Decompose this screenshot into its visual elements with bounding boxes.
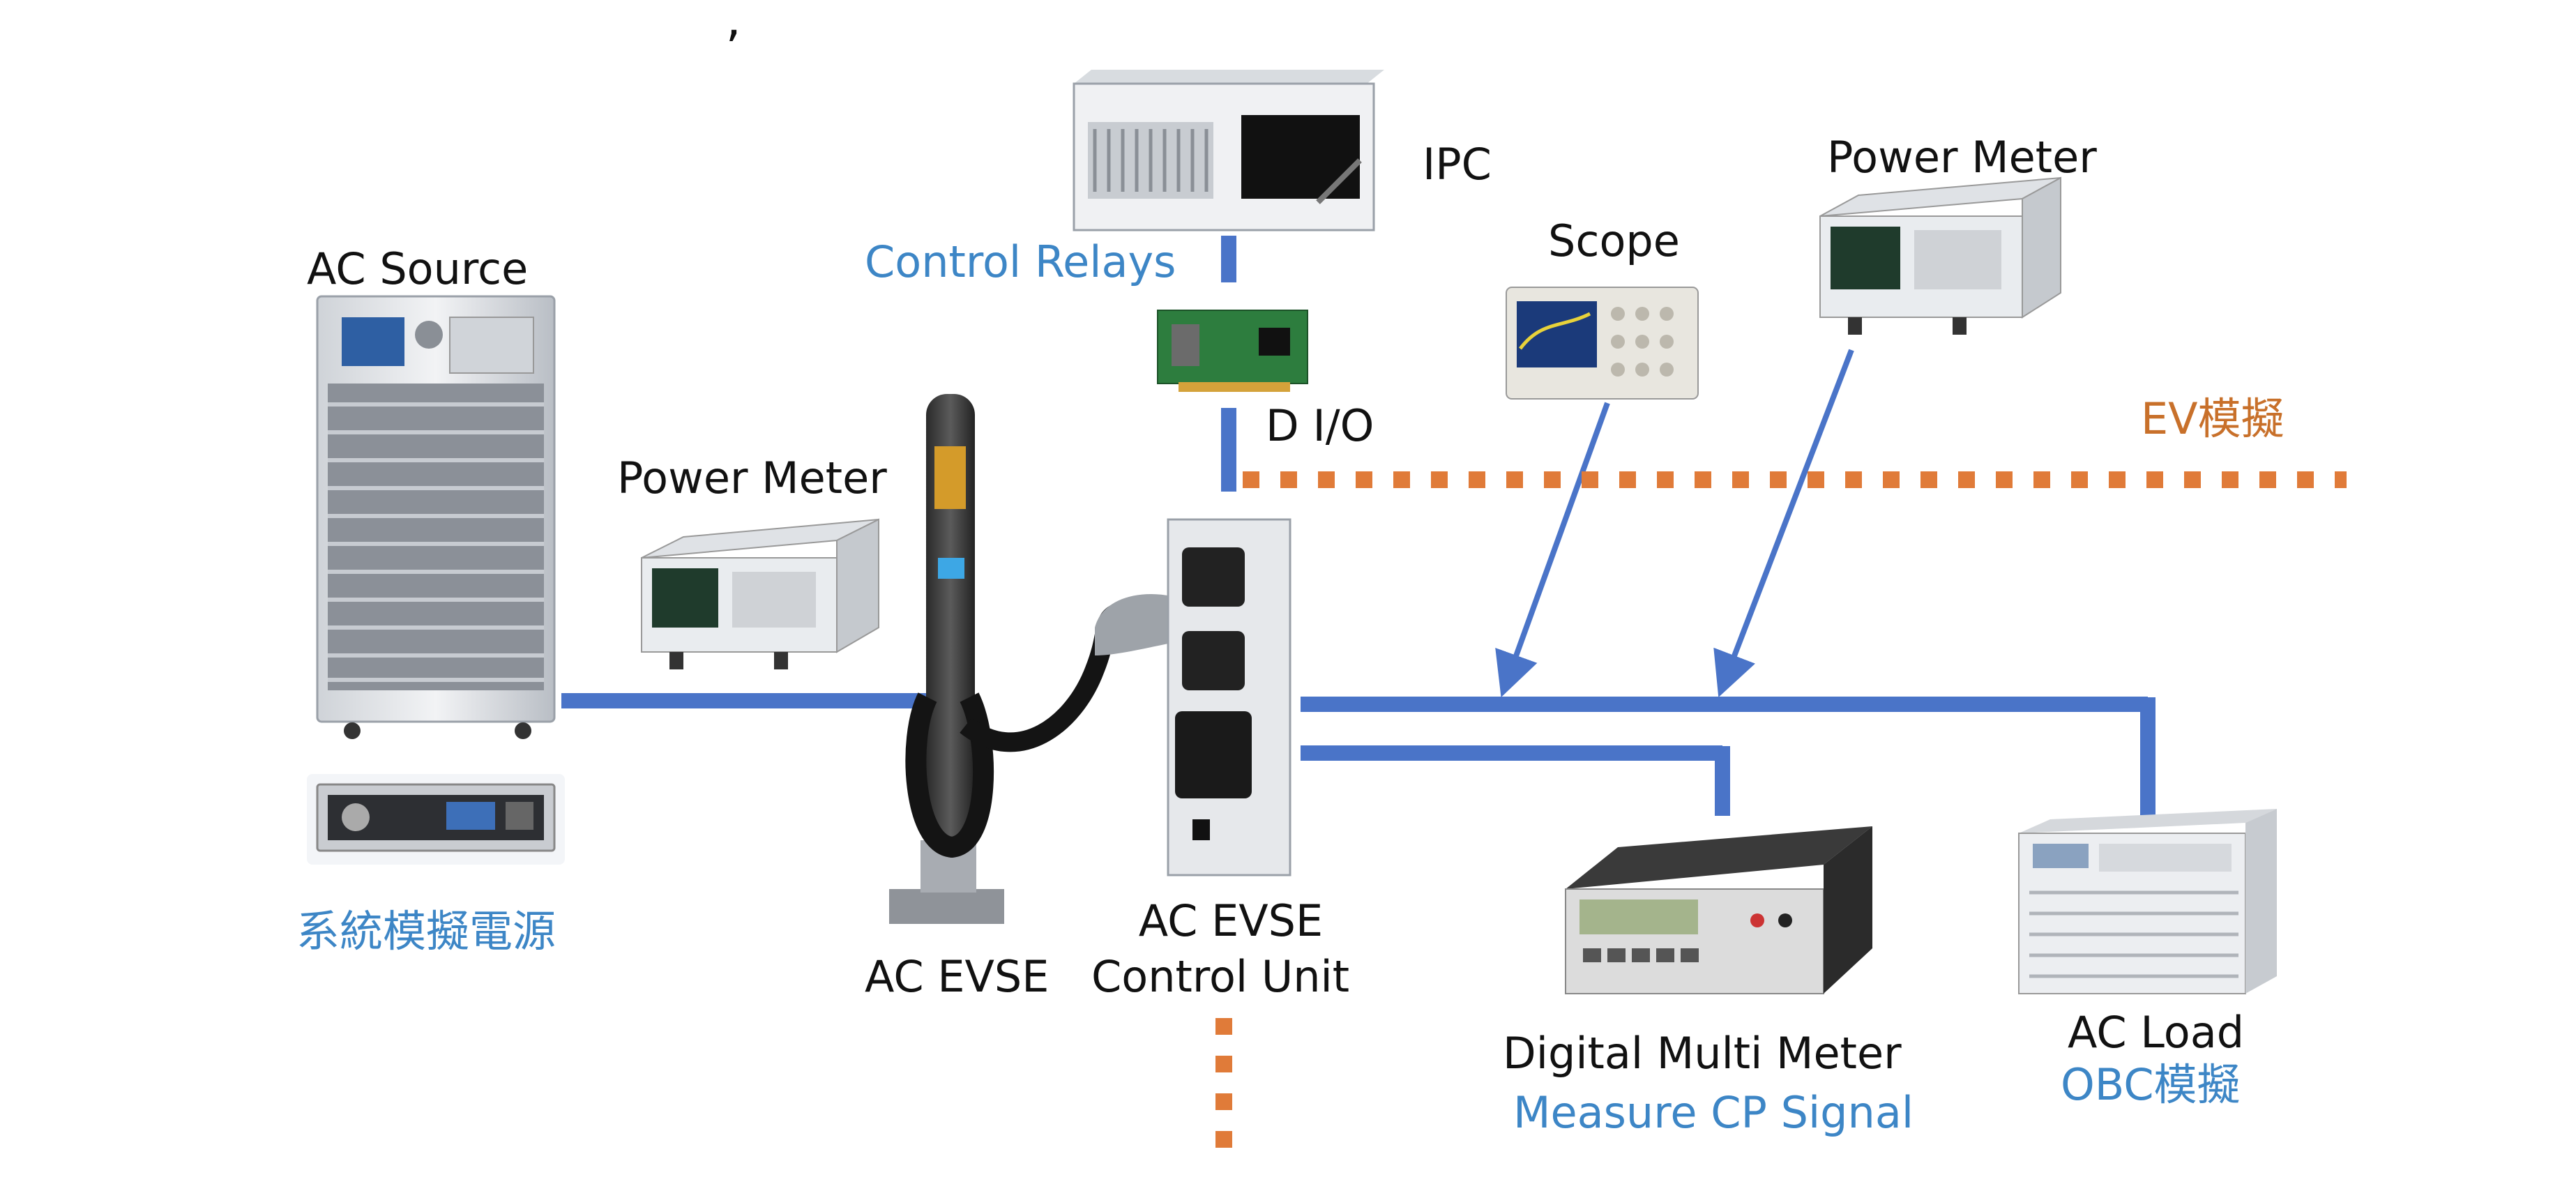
label-grid-sim-power: 系統模擬電源 [296, 906, 556, 957]
label-scope: Scope [1548, 215, 1680, 266]
label-ac-source: AC Source [307, 243, 529, 294]
power-meter-right-device [1819, 176, 2061, 335]
scope-probe-arrow [1495, 402, 1610, 698]
label-evse-control-unit-line1: AC EVSE [1138, 895, 1324, 946]
label-control-relays: Control Relays [865, 236, 1176, 287]
label-ac-evse: AC EVSE [865, 951, 1050, 1002]
label-ac-load: AC Load [2068, 1007, 2245, 1058]
power-meter-probe-arrow [1713, 349, 1854, 697]
top-mark: ’ [725, 20, 741, 77]
label-obc-sim: OBC模擬 [2061, 1059, 2241, 1110]
dmm-device [1565, 826, 1872, 994]
label-ev-sim: EV模擬 [2141, 393, 2285, 444]
ac-source-device [316, 295, 556, 739]
grid-sim-device [307, 774, 565, 865]
connections [561, 236, 2347, 1151]
label-power-meter-left: Power Meter [617, 453, 887, 503]
label-measure-cp: Measure CP Signal [1513, 1087, 1914, 1138]
ipc-device [1073, 70, 1384, 232]
label-evse-control-unit-line2: Control Unit [1091, 951, 1350, 1002]
dio-card-device [1157, 310, 1308, 392]
ac-load-device [2018, 809, 2277, 994]
ac-evse-device [889, 394, 1179, 924]
power-meter-left-device [641, 518, 879, 669]
label-power-meter-right: Power Meter [1827, 132, 2097, 183]
scope-device [1506, 287, 1699, 400]
label-ipc: IPC [1423, 139, 1492, 190]
label-dio: D I/O [1266, 400, 1374, 451]
evse-control-unit-device [1167, 518, 1291, 876]
label-dmm: Digital Multi Meter [1503, 1028, 1902, 1079]
